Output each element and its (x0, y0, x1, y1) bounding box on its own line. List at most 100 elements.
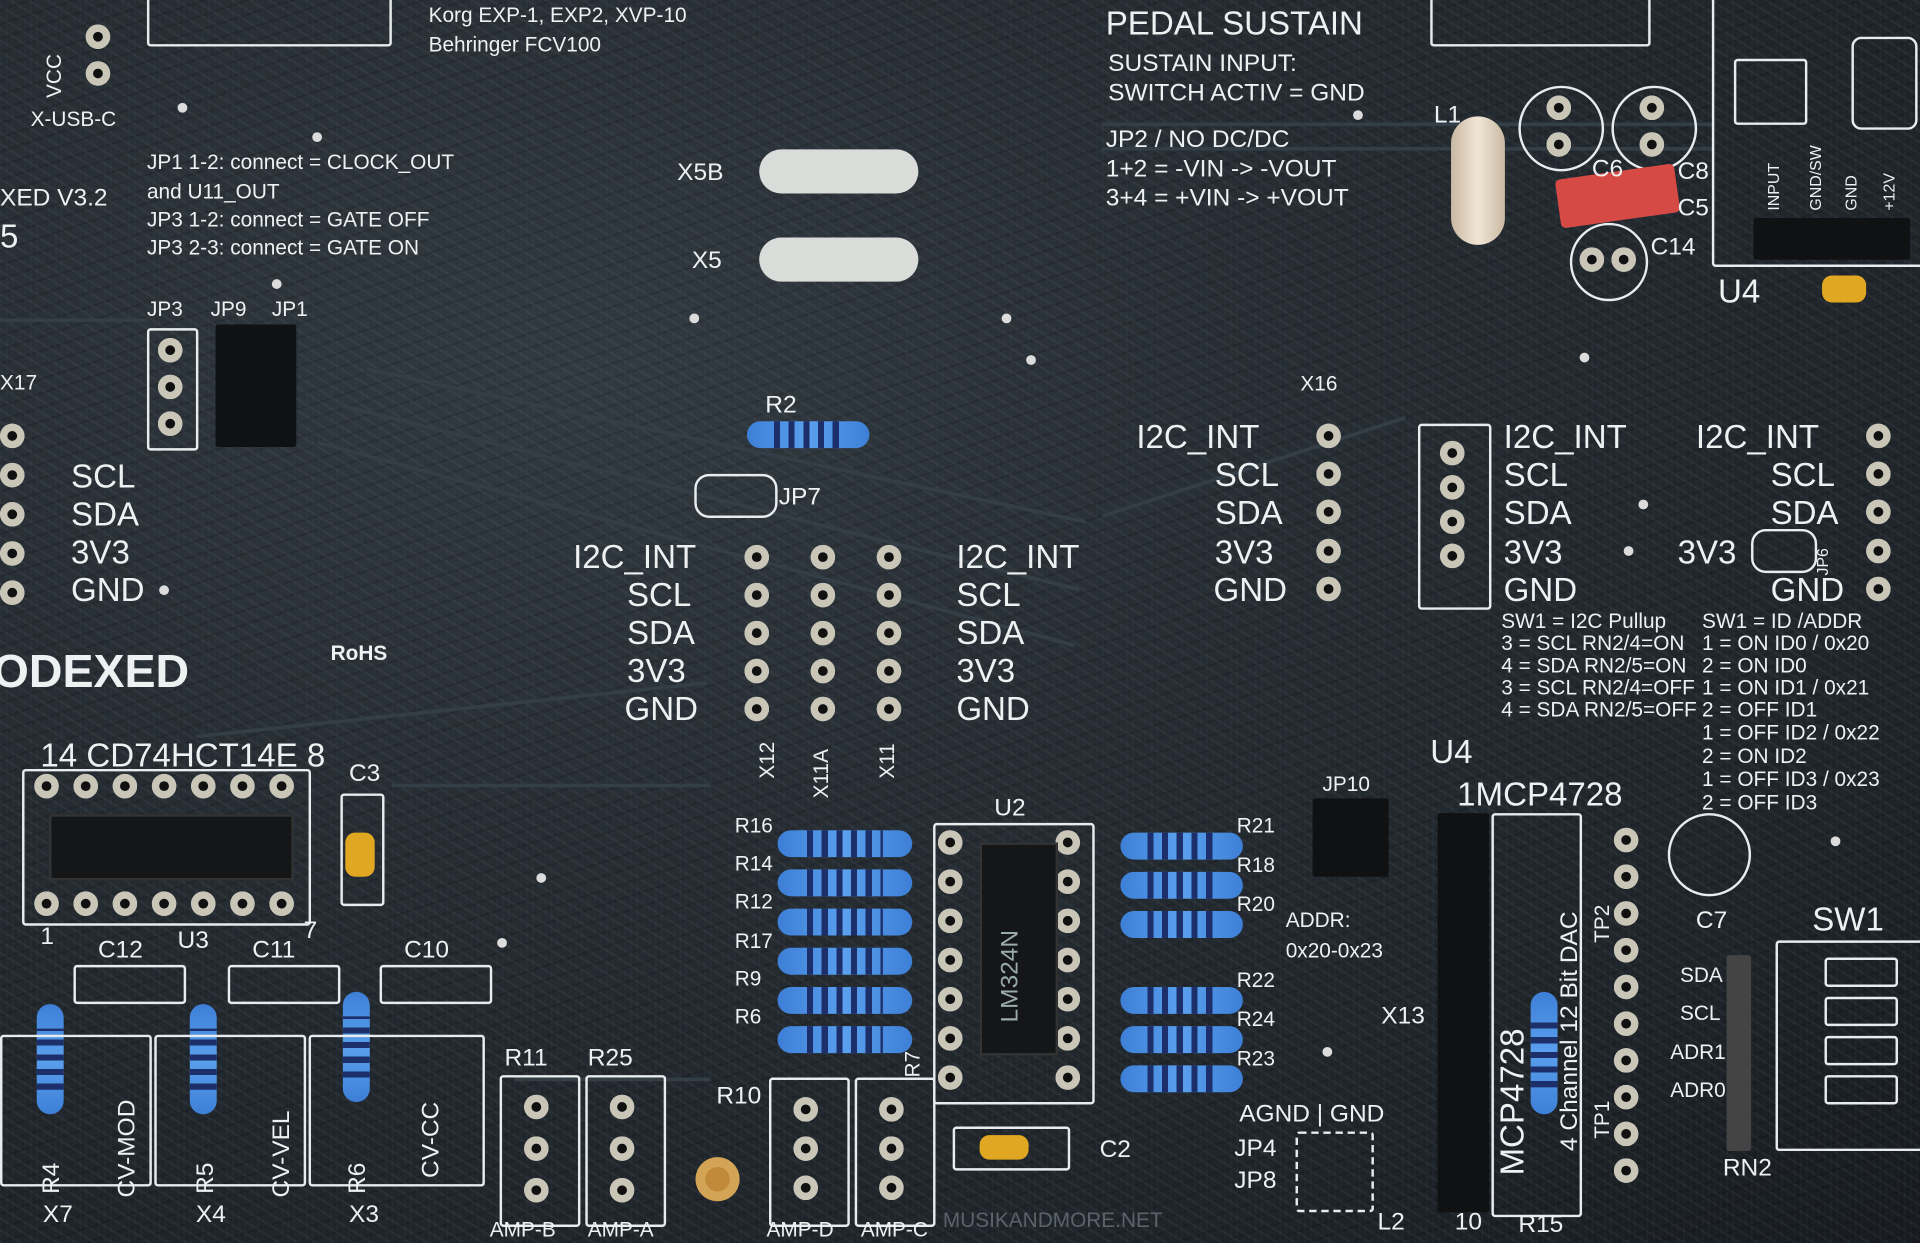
x4-label: X4 (195, 1201, 226, 1229)
solder-pad (1055, 1065, 1081, 1090)
ic-socket (22, 768, 312, 926)
dip-switch-3[interactable] (1824, 1035, 1898, 1066)
sw-pin-label: ADR0 (1670, 1078, 1726, 1103)
bus-label: 3V3 (1503, 533, 1563, 571)
bus-label: GND (1503, 571, 1578, 609)
tp1-label: TP1 (1590, 1100, 1614, 1139)
c7-label: C7 (1695, 907, 1728, 935)
mcp4728-label: 1MCP4728 (1457, 776, 1623, 814)
sw1-note: 2 = ON ID2 (1702, 744, 1807, 768)
bus-label: GND (1770, 571, 1845, 609)
solder-pad (810, 658, 836, 684)
solder-pad (157, 374, 183, 400)
jp6-outline (1751, 528, 1818, 574)
bus-label: SDA (1770, 494, 1839, 532)
bus-label: SDA (956, 614, 1025, 652)
solder-pad (937, 1026, 963, 1051)
solder-pad (810, 696, 836, 722)
cap-outline (1518, 85, 1605, 172)
bus-label: 3V3 (956, 652, 1016, 690)
u4-pad-outline (1851, 36, 1918, 130)
resistor-label: R24 (1236, 1007, 1275, 1032)
via (1623, 546, 1634, 556)
bus-label: GND (956, 690, 1030, 728)
solder-pad (1613, 901, 1639, 926)
jp-note: JP3 2-3: connect = GATE ON (146, 236, 420, 260)
via (1579, 352, 1590, 363)
addr-label: ADDR: (1285, 908, 1351, 932)
trimmer-outline (768, 1077, 850, 1227)
solder-pad (191, 891, 216, 916)
cv-cc-label: CV-CC (417, 1101, 445, 1178)
solder-pad (937, 908, 963, 934)
via (1026, 355, 1036, 365)
dip-switch-2[interactable] (1824, 996, 1898, 1027)
sw-pin-label: SCL (1680, 1001, 1721, 1025)
solder-pad (34, 891, 59, 916)
solder-pad (0, 423, 25, 449)
solder-pad (744, 696, 769, 722)
c6-label: C6 (1591, 155, 1624, 183)
via (1001, 313, 1012, 324)
solder-pad (879, 1097, 904, 1122)
jack-outline (154, 1034, 307, 1187)
jp10-header (1312, 798, 1389, 877)
solder-pad (85, 24, 111, 49)
bus-label: SDA (71, 495, 140, 533)
resistor (1120, 986, 1243, 1014)
solder-pad (524, 1136, 549, 1161)
resistor-label: R9 (734, 967, 762, 991)
solder-pad (876, 582, 902, 608)
sw1-label: SW1 (1812, 901, 1884, 938)
solder-pad (1613, 1158, 1639, 1183)
dip-switch-1[interactable] (1824, 957, 1898, 987)
resistor-r5 (189, 1004, 217, 1115)
bus-label: 3V3 (71, 533, 130, 571)
addr-range-label: 0x20-0x23 (1285, 939, 1383, 963)
solder-pad (609, 1177, 635, 1203)
resistor (777, 908, 913, 936)
version-label: XED V3.2 (0, 184, 108, 212)
resistor (777, 986, 913, 1014)
solder-pad (810, 544, 836, 570)
solder-pad (1316, 499, 1341, 525)
bus-label: SCL (1503, 456, 1569, 494)
solder-pad (1316, 576, 1341, 602)
bus-label: SCL (956, 576, 1021, 614)
via (271, 279, 282, 289)
jp8-label: JP8 (1234, 1166, 1277, 1194)
solder-pad (269, 891, 294, 916)
u2-label: U2 (994, 794, 1026, 822)
resistor-label: R16 (734, 814, 773, 838)
resistor-label: R12 (734, 890, 773, 914)
bus-label: SDA (626, 614, 695, 652)
via (689, 313, 700, 324)
solder-pad (1440, 543, 1465, 569)
lm324n-label: LM324N (996, 929, 1024, 1023)
solder-pad (937, 947, 963, 973)
sw-pin-label: SDA (1680, 963, 1723, 987)
jumper-header (215, 324, 297, 447)
dip-switch-4[interactable] (1824, 1075, 1898, 1105)
sw1-note: 1 = ON ID1 / 0x21 (1702, 675, 1870, 700)
sw1-note: 1 = ON ID0 / 0x20 (1702, 631, 1870, 656)
c2-label: C2 (1099, 1136, 1131, 1164)
solder-pad (191, 773, 216, 799)
pin-label: 7 (303, 917, 318, 945)
c5-label: C5 (1677, 194, 1709, 222)
header-x5 (759, 237, 919, 282)
pin-label: +12V (1879, 172, 1898, 211)
via (497, 937, 507, 948)
header-u4 (1753, 217, 1911, 260)
solder-pad (34, 773, 59, 799)
header-x13 (1437, 813, 1489, 1213)
solder-pad (937, 1065, 963, 1090)
u4-dcdc-outline (1711, 0, 1920, 267)
solder-pad (0, 541, 25, 566)
c3-outline (340, 793, 385, 907)
resistor-label: R22 (1236, 968, 1275, 992)
cap-outline (73, 964, 187, 1005)
solder-pad (73, 773, 98, 799)
cap-outline (227, 964, 341, 1005)
brand-label: ODEXED (0, 646, 190, 698)
